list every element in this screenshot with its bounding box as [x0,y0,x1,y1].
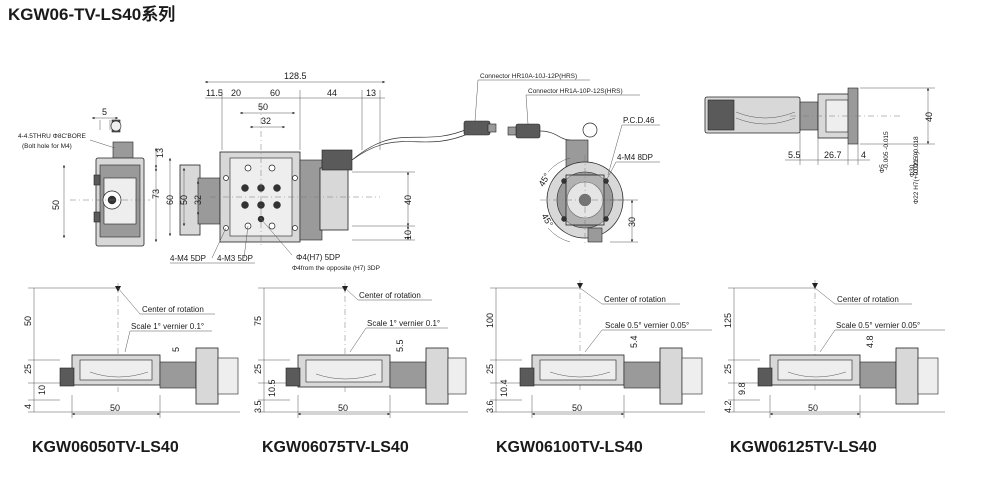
v3-model: KGW06125TV-LS40 [730,439,877,456]
left-side-view: 5 4-4.5THRU Φ8C'BORE (Bolt hole for M4) … [18,107,150,247]
variant-kgw06100: 100 25 10.4 3.6 Center of rotation Scale… [485,280,712,456]
bore-note-line1: 4-4.5THRU Φ8C'BORE [18,133,86,140]
v0-scale: Scale 1° vernier 0.1° [131,322,204,331]
v0-dim-25: 25 [23,364,33,374]
v2-dim-25: 25 [485,364,495,374]
v1-scale: Scale 1° vernier 0.1° [367,319,440,328]
v0-offset: 5 [171,347,181,352]
v1-dim-10-5: 10.5 [267,379,277,397]
top-view: 128.5 11.5 20 60 44 13 50 32 [151,71,415,272]
round-m4-8dp: 4-M4 8DP [617,153,653,162]
v2-dim-3-6: 3.6 [485,400,495,413]
top-dim-44: 44 [327,88,337,98]
connector-1-label: Connector HR10A-10J-12P(HRS) [480,73,577,80]
shaft-dim-40: 40 [924,112,934,122]
shaft-phi5-tol: -0.005 -0.015 [883,131,890,170]
v0-dim-10: 10 [37,385,47,395]
v1-height: 75 [253,316,263,326]
v2-scale: Scale 0.5° vernier 0.05° [605,321,689,330]
shaft-dim-26-7: 26.7 [824,150,842,160]
left-dim-50: 50 [51,200,61,210]
v2-center: Center of rotation [604,295,666,304]
v3-offset: 4.8 [865,335,875,348]
v3-dim-4-2: 4.2 [723,400,733,413]
top-dim-13: 13 [366,88,376,98]
round-pcd: P.C.D.46 [623,116,655,125]
v1-base: 50 [338,403,348,413]
v2-model: KGW06100TV-LS40 [496,439,643,456]
top-left-dim-60: 60 [165,195,175,205]
top-dim-50: 50 [258,102,268,112]
v3-scale: Scale 0.5° vernier 0.05° [836,321,920,330]
v3-dim-9-8: 9.8 [737,382,747,395]
v3-dim-25: 25 [723,364,733,374]
v2-offset: 5.4 [629,335,639,348]
top-dim-20: 20 [231,88,241,98]
variant-kgw06075: 75 25 10.5 3.5 Center of rotation Scale … [253,283,468,456]
variant-kgw06050: 50 25 10 4 Center of rotation Scale 1° v… [23,283,240,456]
v0-base: 50 [110,403,120,413]
page-title: KGW06-TV-LS40系列 [8,4,175,24]
v2-base: 50 [572,403,582,413]
v1-center: Center of rotation [359,291,421,300]
v1-dim-25: 25 [253,364,263,374]
shaft-phi22: Φ22 H7(+0.021 0) [913,152,920,204]
shaft-dim-5-5: 5.5 [788,150,801,160]
v1-dim-3-5: 3.5 [253,400,263,413]
top-hole-grid [223,164,298,231]
v0-height: 50 [23,316,33,326]
bore-note-line2: (Bolt hole for M4) [22,143,72,150]
top-dim-11-5: 11.5 [206,88,223,98]
cable-connectors: Connector HR10A-10J-12P(HRS) Connector H… [351,73,640,161]
v3-base: 50 [808,403,818,413]
top-left-dim-73: 73 [151,189,161,199]
shaft-view: 40 5.5 26.7 4 Φ5 -0.005 -0.015 Φ22 H7(+0… [704,87,935,204]
v1-offset: 5.5 [395,339,405,352]
top-dim-60: 60 [270,88,280,98]
shaft-dim-4: 4 [861,150,866,160]
shaft-phi5: Φ5 [879,164,886,173]
v1-model: KGW06075TV-LS40 [262,439,409,456]
left-dim-5: 5 [102,107,107,117]
shaft-phi30-tol: -0.005 -0.018 [913,136,920,175]
top-left-dim-50: 50 [179,195,189,205]
v3-center: Center of rotation [837,295,899,304]
v0-model: KGW06050TV-LS40 [32,439,179,456]
top-right-dim-10: 10 [403,230,413,240]
top-dim-32: 32 [261,116,271,126]
top-left-dim-13: 13 [155,148,165,158]
top-dim-128-5: 128.5 [284,71,307,81]
round-dim-30: 30 [627,217,637,227]
v0-dim-4: 4 [23,404,33,409]
variant-kgw06125: 125 25 9.8 4.2 Center of rotation Scale … [723,280,945,456]
round-view: 45° 45° P.C.D.46 4-M4 8DP 30 [537,116,660,245]
v2-height: 100 [485,313,495,328]
label-m3-5dp: 4-M3 5DP [217,254,253,263]
label-m4-5dp: 4-M4 5DP [170,254,206,263]
v0-center: Center of rotation [142,305,204,314]
label-phi4-opposite: Φ4from the opposite (H7) 3DP [292,265,380,272]
top-right-dim-40: 40 [403,195,413,205]
v3-height: 125 [723,313,733,328]
connector-2-label: Connector HR1A-10P-12S(HRS) [528,88,623,95]
v2-dim-10-4: 10.4 [499,379,509,397]
label-phi4-h7: Φ4(H7) 5DP [296,253,340,262]
shaft-phi30: Φ30 [909,164,916,177]
top-left-dim-32: 32 [193,195,203,205]
